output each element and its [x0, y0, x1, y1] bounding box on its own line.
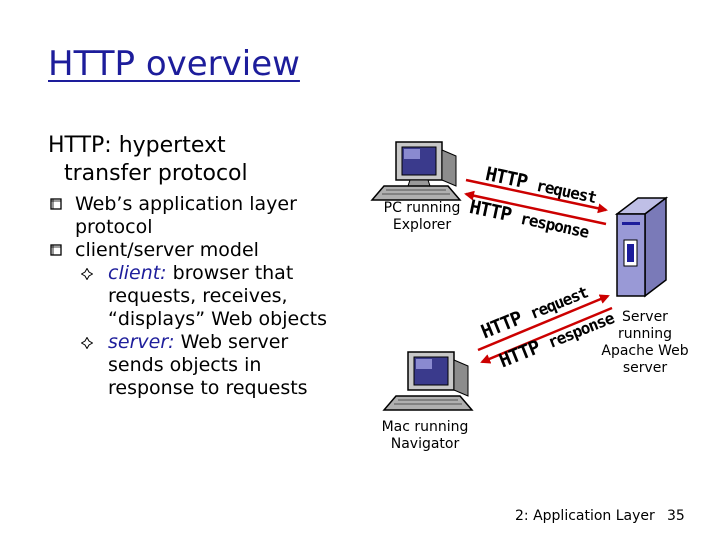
mac-label-line-2: Navigator	[390, 436, 460, 452]
server-label-line-1: Server	[622, 309, 668, 325]
footer-chapter: 2: Application Layer	[515, 508, 655, 524]
diamond-bullet-icon	[81, 337, 93, 349]
pc-label-line-1: PC running	[383, 200, 461, 216]
sub-bullet-line-3: response to requests	[108, 377, 308, 399]
sub-bullet-term: client:	[108, 262, 167, 284]
subtitle-line-1: HTTP: hypertext	[48, 133, 226, 158]
bullet-item: Web’s application layer protocol	[50, 193, 370, 239]
bottom-response-arrow	[480, 306, 613, 364]
server-tower-icon	[614, 196, 669, 298]
server-label-line-4: server	[622, 360, 668, 376]
bullet-text-line-2: protocol	[75, 216, 153, 238]
sub-bullet-line-2: sends objects in	[108, 354, 262, 376]
diamond-bullet-icon	[81, 268, 93, 280]
pc-label: PC running Explorer	[372, 200, 472, 234]
top-request-arrow	[465, 178, 608, 214]
slide-title: HTTP overview	[48, 44, 300, 84]
mac-label-line-1: Mac running	[381, 419, 469, 435]
bullet-text-line-1: Web’s application layer	[75, 193, 297, 215]
checkbox-bullet-icon	[50, 198, 62, 210]
bottom-request-arrow	[477, 294, 610, 352]
mac-computer-icon	[382, 351, 474, 411]
sub-bullet-item: client: browser that requests, receives,…	[50, 262, 370, 331]
pc-label-line-2: Explorer	[392, 217, 452, 233]
sub-bullet-item: server: Web server sends objects in resp…	[50, 331, 370, 400]
server-label-line-3: Apache Web	[601, 343, 689, 359]
pc-computer-icon	[370, 141, 462, 201]
sub-bullet-line-3: “displays” Web objects	[108, 308, 328, 330]
page-number: 35	[667, 508, 685, 524]
server-label: Server running Apache Web server	[590, 309, 700, 377]
sub-bullet-term: server:	[108, 331, 175, 353]
checkbox-bullet-icon	[50, 244, 62, 256]
top-response-arrow	[464, 190, 607, 226]
server-label-line-2: running	[617, 326, 673, 342]
sub-bullet-text: Web server	[174, 331, 289, 353]
subtitle-line-2: transfer protocol	[64, 161, 248, 186]
sub-bullet-line-2: requests, receives,	[108, 285, 288, 307]
mac-label: Mac running Navigator	[372, 419, 478, 453]
slide-subtitle: HTTP: hypertext transfer protocol	[48, 132, 348, 188]
bullet-list: Web’s application layer protocol client/…	[50, 193, 370, 400]
bullet-text: client/server model	[75, 239, 259, 261]
sub-bullet-text: browser that	[166, 262, 294, 284]
bullet-item: client/server model	[50, 239, 370, 262]
